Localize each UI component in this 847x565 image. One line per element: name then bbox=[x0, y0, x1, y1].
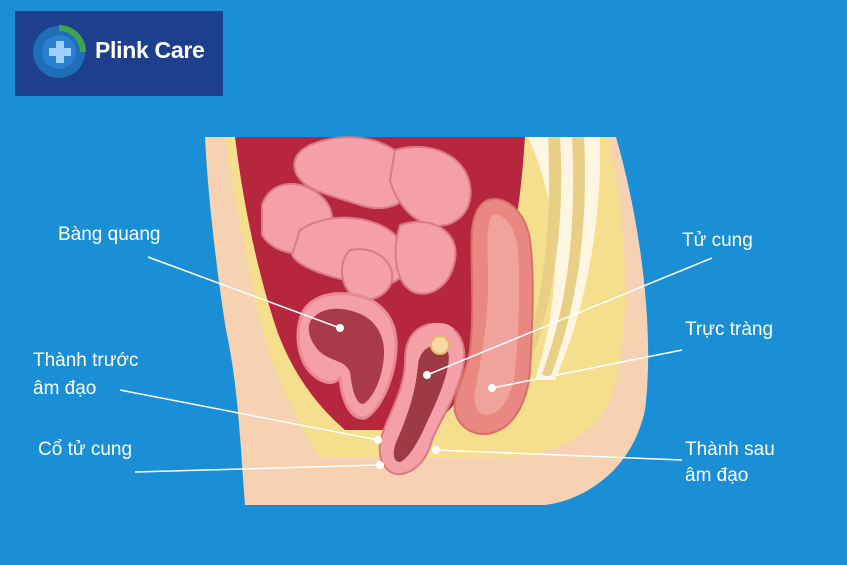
leader-lines bbox=[119, 256, 713, 473]
label-posterior-wall-1: Thành sau bbox=[685, 439, 775, 460]
label-anterior-wall-2: âm đạo bbox=[33, 378, 97, 399]
brand-logo: Plink Care bbox=[15, 11, 223, 96]
marker-dots bbox=[336, 324, 496, 469]
label-bladder: Bàng quang bbox=[58, 224, 161, 245]
brand-name: Plink Care bbox=[95, 37, 205, 63]
plink-care-logo-icon bbox=[33, 25, 86, 78]
label-posterior-wall-2: âm đạo bbox=[685, 465, 749, 486]
label-rectum: Trực tràng bbox=[685, 319, 774, 340]
intestines bbox=[261, 136, 472, 301]
label-cervix: Cổ tử cung bbox=[38, 439, 133, 460]
label-anterior-wall-1: Thành trước bbox=[33, 350, 139, 371]
label-uterus: Tử cung bbox=[682, 230, 753, 251]
